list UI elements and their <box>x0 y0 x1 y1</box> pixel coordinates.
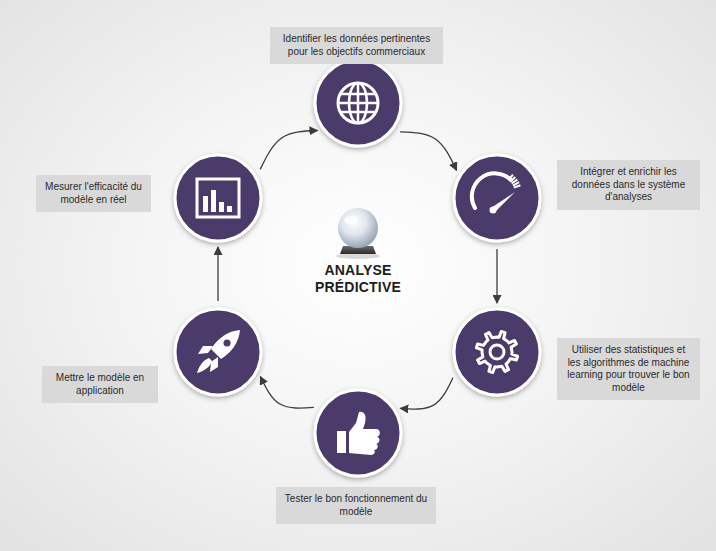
step-icon <box>337 412 380 455</box>
step-circle: Mesurer l'efficacité du modèle en réel <box>173 153 263 243</box>
step-icon <box>197 330 240 373</box>
step-label: Identifier les données pertinentes pour … <box>270 27 443 64</box>
step-circle: Utiliser des statistiques et les algorit… <box>452 307 542 397</box>
step-label: Tester le bon fonctionnement du modèle <box>276 487 436 524</box>
cycle-arrow <box>400 378 453 409</box>
ball-sphere <box>338 208 378 248</box>
circle-fill <box>315 60 401 146</box>
cycle-arrow <box>496 249 497 303</box>
step-icon <box>472 173 521 213</box>
circle-fill <box>175 155 261 241</box>
step-icon <box>197 179 239 217</box>
step-label: Utiliser des statistiques et les algorit… <box>557 338 700 400</box>
circle-shape <box>173 153 263 243</box>
step-circle: Identifier les données pertinentes pour … <box>313 58 403 148</box>
cycle-arrow <box>217 247 218 301</box>
circle-shape <box>313 58 403 148</box>
circle-fill <box>454 155 540 241</box>
step-label: Mettre le modèle en application <box>42 366 158 403</box>
cycle-arrow <box>260 377 313 409</box>
cycle-arrow <box>260 131 317 170</box>
step-circle: Tester le bon fonctionnement du modèle <box>313 388 403 478</box>
cycle-arrow <box>400 132 456 171</box>
step-circle: Mettre le modèle en application <box>173 307 263 397</box>
step-label: Intégrer et enrichir les données dans le… <box>557 160 700 210</box>
circle-shape <box>313 388 403 478</box>
circle-fill <box>315 390 401 476</box>
circle-fill <box>175 309 261 395</box>
circle-fill <box>454 309 540 395</box>
ball-highlight <box>344 216 358 224</box>
step-label: Mesurer l'efficacité du modèle en réel <box>36 175 151 212</box>
circle-shape <box>452 307 542 397</box>
center-title: ANALYSE PRÉDICTIVE <box>298 262 418 296</box>
step-icon <box>476 331 517 372</box>
step-circle: Intégrer et enrichir les données dans le… <box>452 153 542 243</box>
circle-shape <box>452 153 542 243</box>
step-icon <box>338 83 378 123</box>
circle-shape <box>173 307 263 397</box>
